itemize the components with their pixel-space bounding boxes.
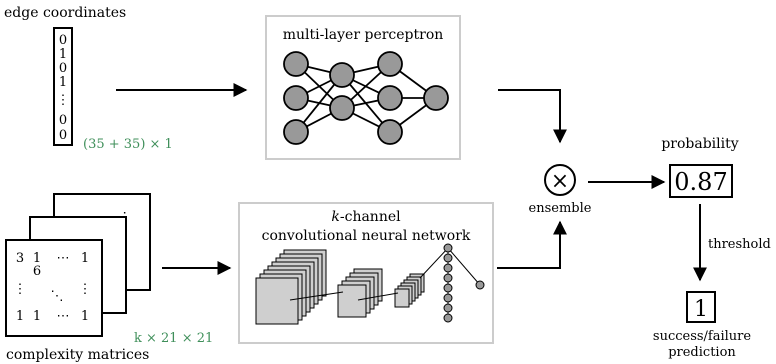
matrix-cell: ⋮ [14, 282, 27, 297]
cnn-kernel-line-1 [289, 291, 344, 301]
vector-entry: 0 [59, 128, 67, 143]
matrix-cell: 1 [33, 309, 41, 324]
matrix-cell: 1 [16, 309, 24, 324]
arrow-cnn-to-ensemble [497, 220, 567, 269]
cnn-kernel-line-2 [357, 292, 399, 301]
complexity-matrices-stack: ⋰ 3 1 ⋯ 1 6 ⋮ ⋱ ⋮ 1 1 ⋯ 1 [5, 193, 151, 337]
matrix-cell: 3 [16, 251, 24, 266]
arrow-mlp-to-ensemble [498, 89, 567, 144]
prediction-label: prediction [668, 345, 736, 360]
matrix-cell: 1 [81, 251, 89, 266]
vector-entry: 0 [59, 33, 67, 48]
cnn-conv-layer-2 [337, 268, 383, 318]
ensemble-label: ensemble [529, 201, 592, 216]
mlp-node [377, 51, 403, 77]
probability-box [669, 164, 733, 198]
ensemble-multiply-icon [544, 164, 576, 196]
edge-coordinates-label: edge coordinates [4, 5, 126, 21]
cnn-fc-nodes [443, 243, 485, 323]
matrix-cell: ⋯ [57, 309, 70, 324]
matrix-front-sheet [5, 239, 103, 337]
mlp-node [329, 95, 355, 121]
prediction-value: 1 [694, 297, 708, 322]
vector-dimension: (35 + 35) × 1 [83, 137, 173, 152]
mlp-node [377, 119, 403, 145]
cnn-output-node [475, 280, 485, 290]
mlp-node [283, 51, 309, 77]
ensemble-symbol: × [551, 169, 569, 194]
cnn-conv-layer-1 [255, 249, 327, 325]
mlp-title: multi-layer perceptron [283, 27, 444, 43]
probability-value: 0.87 [674, 168, 727, 196]
matrix-cell: ⋱ [51, 289, 64, 304]
success-failure-label: success/failure [653, 329, 751, 344]
matrix-cell: ⋯ [57, 251, 70, 266]
matrix-cell: ⋮ [79, 282, 92, 297]
vector-entry: 1 [59, 75, 67, 90]
mlp-node [283, 119, 309, 145]
mlp-node [377, 85, 403, 111]
matrix-cell: 6 [33, 264, 41, 279]
cnn-conv-layer-3 [394, 273, 425, 308]
cnn-title-line1: k-channel [331, 209, 401, 225]
mlp-nodes [283, 51, 449, 145]
vector-entry: 0 [59, 61, 67, 76]
mlp-node [283, 85, 309, 111]
matrix-dimension: k × 21 × 21 [134, 331, 213, 346]
edge-vector-entries: 0 1 0 1 ⋮ 0 0 [57, 33, 70, 143]
matrix-cell: 1 [81, 309, 89, 324]
prediction-box [686, 291, 716, 323]
vector-entry: 1 [59, 47, 67, 62]
probability-label: probability [661, 136, 738, 152]
edge-vector-box [53, 27, 73, 146]
vector-entry: 0 [59, 113, 67, 128]
complexity-matrices-label: complexity matrices [6, 347, 149, 363]
vector-entry: ⋮ [57, 93, 70, 108]
mlp-node [329, 62, 355, 88]
cnn-title-line2: convolutional neural network [262, 228, 471, 244]
threshold-label: threshold [708, 237, 771, 252]
mlp-node [423, 85, 449, 111]
matrix-cell: 1 [33, 251, 41, 266]
